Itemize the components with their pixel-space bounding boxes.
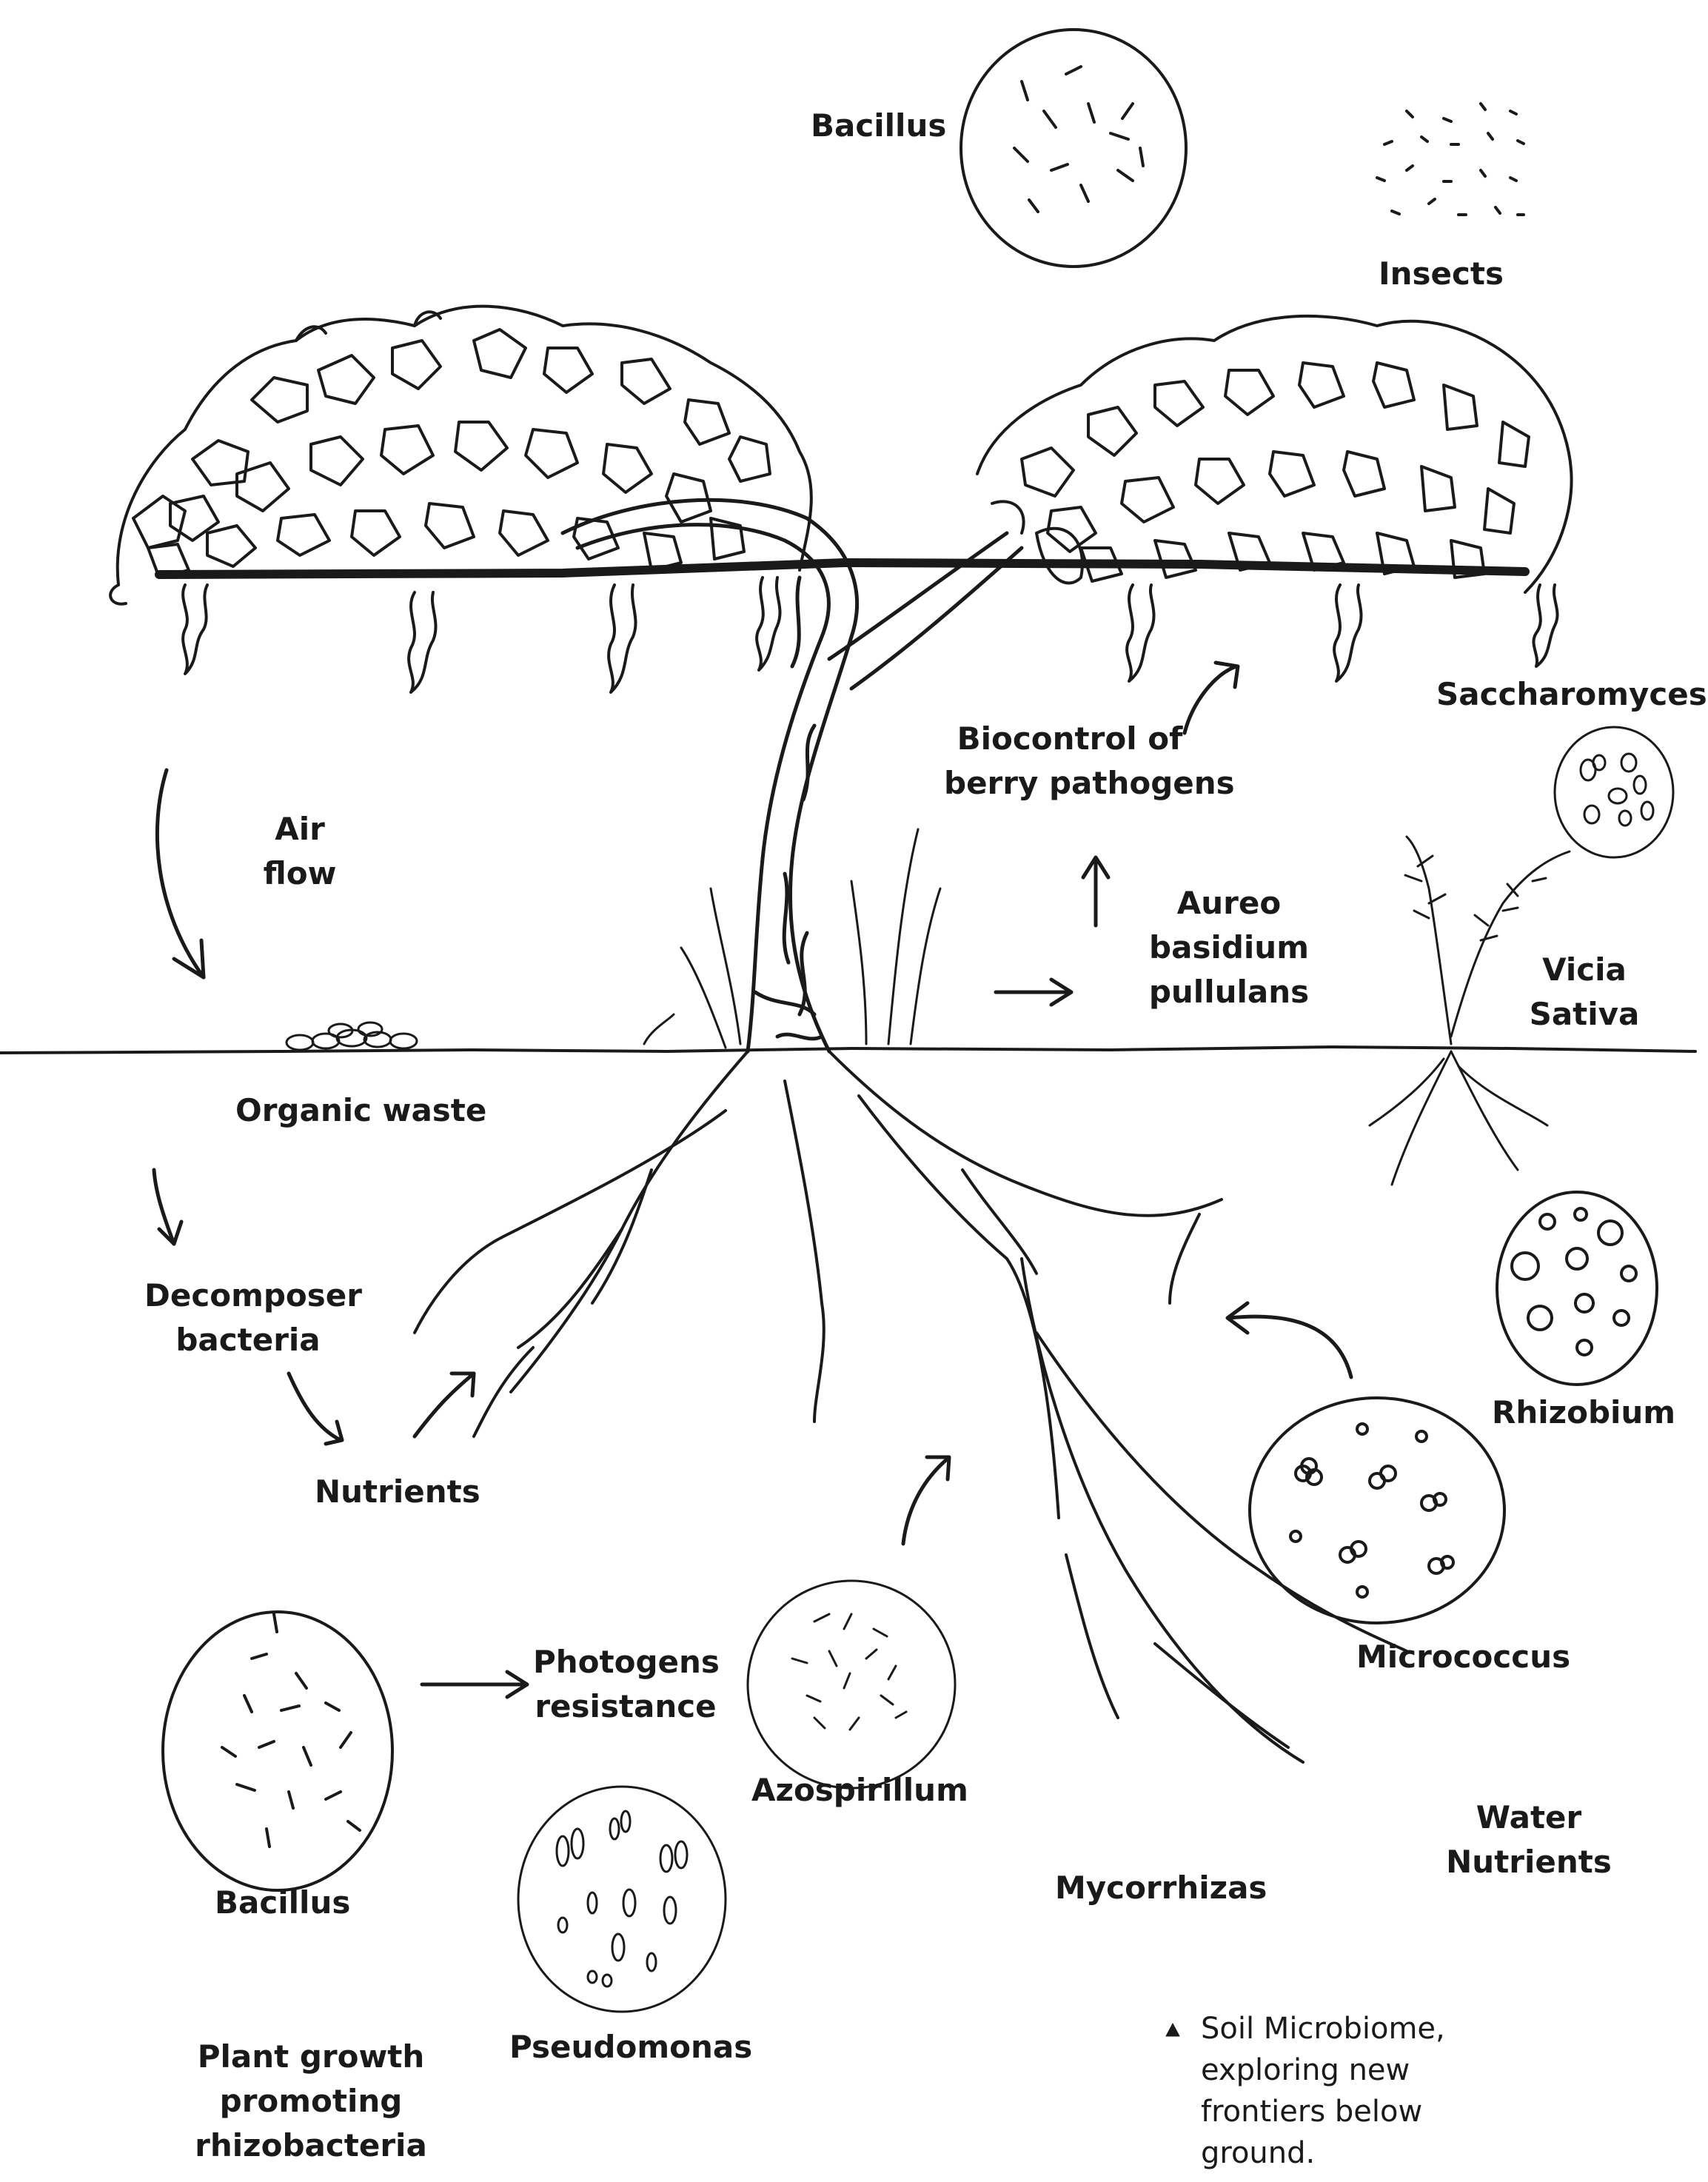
nutrients-arrow — [415, 1373, 474, 1436]
photogens-arrow — [422, 1672, 527, 1697]
label-photogens-resistance: Photogens resistance — [533, 1640, 718, 1729]
caption-line2: exploring new — [1201, 2049, 1467, 2091]
organic-waste-pile — [287, 1023, 417, 1050]
bacillus-microbe-circle-top — [961, 30, 1186, 267]
label-nutrients-line: Nutrients — [1440, 1840, 1618, 1884]
label-air-flow-line1: Air — [252, 807, 348, 851]
label-insects: Insects — [1379, 252, 1504, 296]
label-aureo-line2: basidium — [1148, 926, 1310, 970]
label-water-line: Water — [1440, 1796, 1618, 1840]
organic-waste-arrow — [154, 1170, 181, 1244]
left-grape-clusters — [183, 578, 780, 692]
label-micrococcus: Micrococcus — [1356, 1635, 1570, 1679]
caption-line4: ground. — [1201, 2132, 1467, 2174]
micrococcus-microbe-circle — [1250, 1398, 1504, 1623]
decomposer-arrow — [289, 1373, 342, 1444]
label-organic-waste: Organic waste — [235, 1088, 486, 1133]
label-decomposer-line2: bacteria — [144, 1318, 352, 1362]
label-photogens-line1: Photogens — [533, 1640, 718, 1684]
figure-caption: Soil Microbiome, exploring new frontiers… — [1201, 2008, 1467, 2174]
label-aureo-line1: Aureo — [1148, 881, 1310, 926]
label-bacillus-top: Bacillus — [811, 104, 946, 148]
label-water-nutrients: Water Nutrients — [1440, 1796, 1618, 1884]
label-air-flow: Air flow — [252, 807, 348, 896]
label-biocontrol: Biocontrol of berry pathogens — [944, 717, 1196, 806]
left-canopy-foliage — [110, 307, 811, 604]
label-air-flow-line2: flow — [252, 851, 348, 896]
label-decomposer-line1: Decomposer — [144, 1274, 352, 1318]
saccharomyces-microbe-circle — [1555, 727, 1673, 857]
micrococcus-arrow — [1228, 1303, 1351, 1377]
label-saccharomyces: Saccharomyces — [1436, 672, 1707, 717]
azospirillum-arrow — [903, 1457, 949, 1544]
label-photogens-line2: resistance — [533, 1684, 718, 1729]
caption-triangle-icon — [1166, 2024, 1179, 2036]
air-flow-arrow — [157, 770, 204, 977]
label-pgpr-line1: Plant growth — [189, 2035, 433, 2079]
label-nutrients: Nutrients — [315, 1470, 480, 1514]
label-vicia-line2: Sativa — [1525, 992, 1644, 1037]
label-mycorrhizas: Mycorrhizas — [1055, 1866, 1267, 1910]
label-biocontrol-line2: berry pathogens — [944, 761, 1196, 806]
label-aureo-line3: pullulans — [1148, 970, 1310, 1014]
caption-line3: frontiers below — [1201, 2091, 1467, 2132]
label-rhizobium: Rhizobium — [1492, 1390, 1675, 1435]
rhizobium-microbe-circle — [1497, 1192, 1657, 1385]
pseudomonas-microbe-circle — [518, 1787, 726, 2012]
label-decomposer-bacteria: Decomposer bacteria — [144, 1274, 352, 1362]
ground-line — [0, 1047, 1695, 1053]
label-pgpr-line3: rhizobacteria — [189, 2124, 433, 2168]
label-vicia-sativa: Vicia Sativa — [1525, 948, 1644, 1037]
label-bacillus-bottom: Bacillus — [215, 1881, 350, 1925]
label-biocontrol-line1: Biocontrol of — [944, 717, 1196, 761]
azospirillum-microbe-circle — [748, 1581, 955, 1788]
aureo-up-arrow — [1083, 857, 1108, 926]
caption-line1: Soil Microbiome, — [1201, 2008, 1467, 2049]
label-aureo-basidium: Aureo basidium pullulans — [1148, 881, 1310, 1014]
insects-swarm — [1377, 104, 1524, 215]
bacillus-microbe-circle-bottom — [163, 1612, 392, 1890]
right-canopy-foliage — [977, 316, 1572, 592]
label-pseudomonas: Pseudomonas — [509, 2025, 752, 2069]
label-pgpr-line2: promoting — [189, 2079, 433, 2124]
label-vicia-line1: Vicia — [1525, 948, 1644, 992]
label-azospirillum: Azospirillum — [751, 1768, 968, 1813]
aureo-right-arrow — [996, 980, 1071, 1005]
right-grape-clusters — [1127, 585, 1557, 681]
label-pgpr: Plant growth promoting rhizobacteria — [189, 2035, 433, 2168]
